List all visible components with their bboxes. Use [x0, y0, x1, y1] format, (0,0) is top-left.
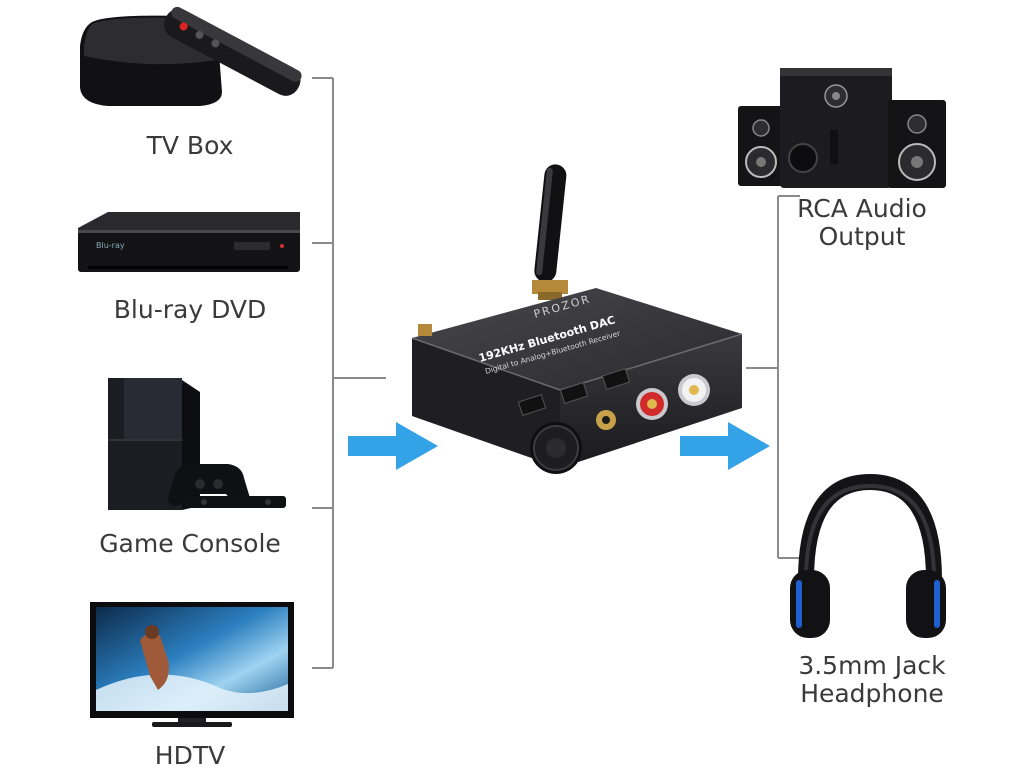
input-connector-lines [312, 77, 386, 669]
bluray-label: Blu-ray DVD [113, 295, 267, 324]
dac-device-icon [411, 164, 743, 474]
output-connector-lines [746, 195, 800, 559]
bluray-player-icon: Blu-ray [78, 212, 300, 272]
game-console-icon [108, 378, 286, 510]
headphone-output-line1: 3.5mm Jack [798, 651, 946, 680]
tv-box-label: TV Box [146, 131, 234, 160]
rca-output-line2: Output [818, 222, 906, 251]
headphone-output-line2: Headphone [800, 679, 944, 708]
headphone-output-label: 3.5mm Jack Headphone [782, 652, 962, 708]
hdtv-label: HDTV [154, 741, 226, 770]
tv-icon [90, 602, 294, 727]
output-arrow-icon [680, 422, 770, 470]
input-arrow-icon [348, 422, 438, 470]
rca-output-line1: RCA Audio [797, 194, 927, 223]
svg-text:Blu-ray: Blu-ray [96, 241, 125, 250]
tv-box-icon [80, 6, 302, 107]
speakers-icon [738, 68, 946, 188]
headphones-icon [790, 473, 946, 638]
game-console-label: Game Console [99, 529, 281, 558]
rca-output-label: RCA Audio Output [782, 195, 942, 251]
